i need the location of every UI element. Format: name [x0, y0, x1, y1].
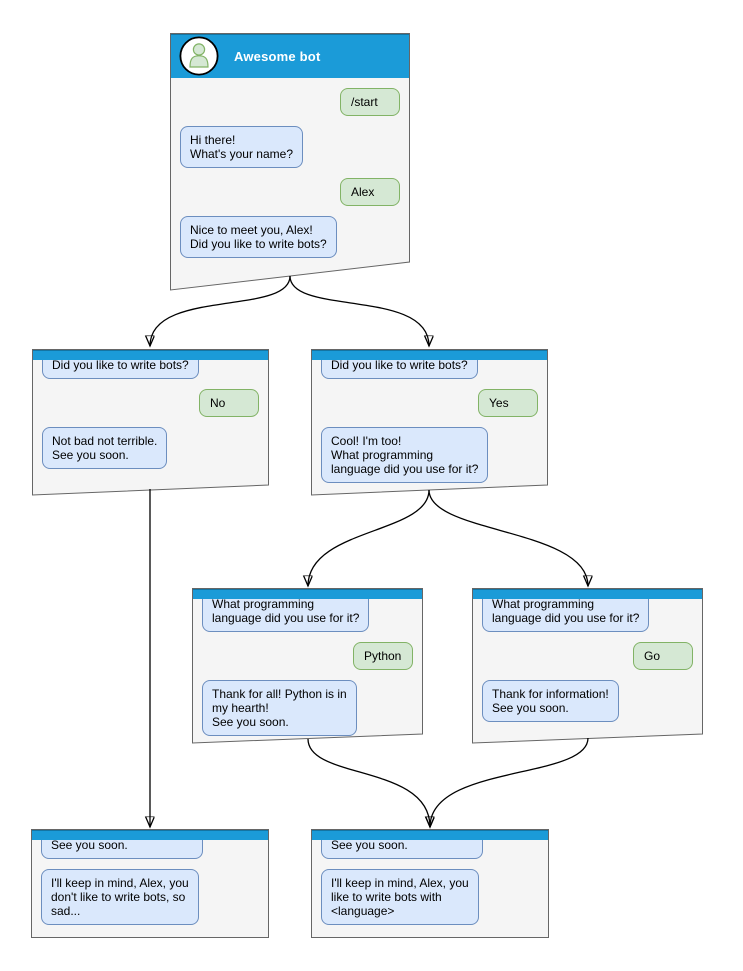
chat-window-end-no[interactable]: See you soon. I'll keep in mind, Alex, y… [31, 829, 269, 938]
window-titlebar [32, 830, 268, 840]
edge-yes-to-python[interactable] [308, 489, 430, 586]
edge-go-to-end[interactable] [430, 737, 589, 827]
message-bubble-bot[interactable]: Hi there! What's your name? [180, 126, 304, 168]
message-bubble-bot[interactable]: I'll keep in mind, Alex, you don't like … [41, 869, 199, 925]
edge-yes-to-go[interactable] [428, 489, 588, 586]
window-titlebar [312, 830, 548, 840]
message-bubble-bot[interactable]: Nice to meet you, Alex! Did you like to … [180, 216, 337, 258]
edge-python-to-end[interactable] [307, 738, 430, 827]
chat-window-go[interactable]: What programming language did you use fo… [472, 588, 703, 744]
chat-window-start[interactable]: /start Hi there! What's your name? Alex … [170, 33, 410, 291]
message-bubble-bot[interactable]: Not bad not terrible. See you soon. [42, 427, 168, 469]
message-bubble-bot[interactable]: I'll keep in mind, Alex, you like to wri… [321, 869, 479, 925]
chat-window-branch-yes[interactable]: Did you like to write bots? Yes Cool! I'… [311, 349, 548, 496]
message-bubble-user[interactable]: Go [633, 642, 693, 670]
window-titlebar [473, 589, 702, 599]
message-bubble-user[interactable]: No [199, 389, 259, 417]
chat-window-python[interactable]: What programming language did you use fo… [192, 588, 423, 744]
message-bubble-bot[interactable]: Cool! I'm too! What programming language… [321, 427, 489, 483]
message-bubble-bot[interactable]: Thank for all! Python is in my hearth! S… [202, 680, 357, 736]
person-avatar-icon [179, 36, 219, 76]
window-titlebar [33, 350, 268, 360]
chat-window-branch-no[interactable]: Did you like to write bots? No Not bad n… [32, 349, 269, 496]
message-bubble-user[interactable]: Alex [340, 178, 400, 206]
message-bubble-user[interactable]: Python [353, 642, 413, 670]
window-titlebar [312, 350, 547, 360]
window-titlebar: Awesome bot [171, 34, 409, 78]
message-bubble-bot[interactable]: Thank for information! See you soon. [482, 680, 619, 722]
bot-title: Awesome bot [234, 48, 321, 64]
chat-window-end-yes[interactable]: See you soon. I'll keep in mind, Alex, y… [311, 829, 549, 938]
message-bubble-user[interactable]: /start [340, 88, 400, 116]
message-bubble-user[interactable]: Yes [478, 389, 538, 417]
window-titlebar [193, 589, 422, 599]
